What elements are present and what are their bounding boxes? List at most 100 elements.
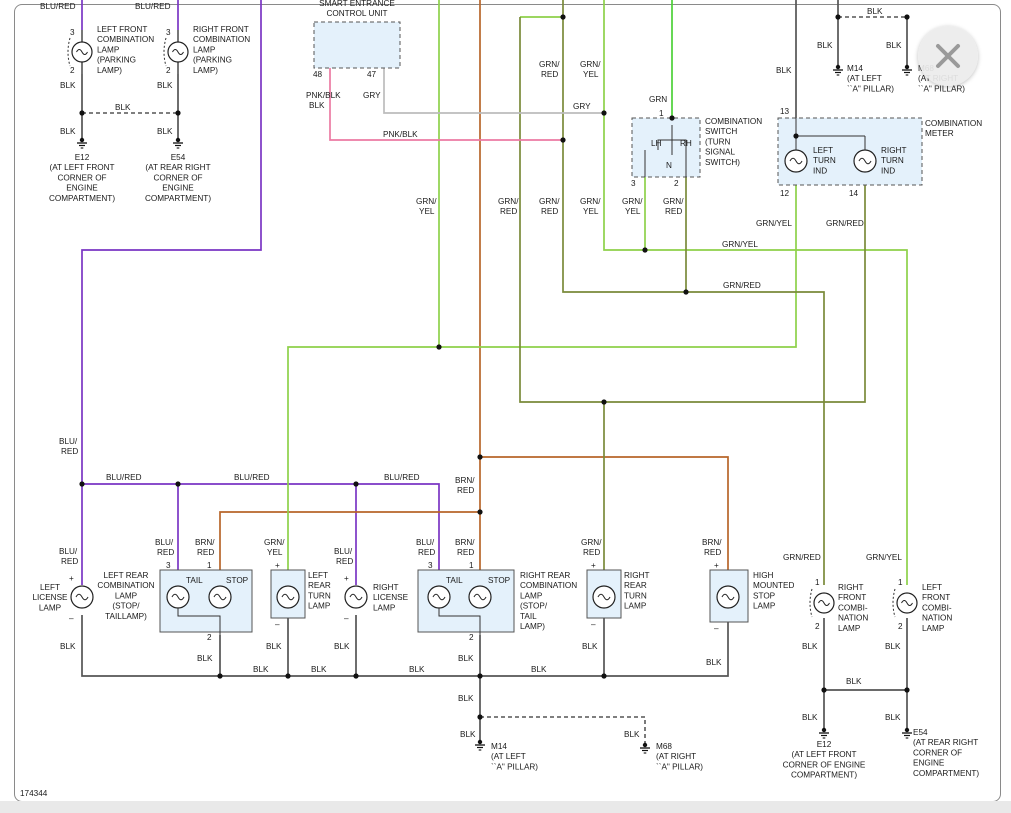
junction-dot (560, 137, 566, 143)
wire-label: BLK (886, 41, 902, 50)
component-label-line: LEFT FRONT (97, 25, 147, 34)
wire-grn-red-rear (519, 17, 866, 403)
component-label-line: CORNER OF (57, 173, 106, 182)
wire-label: YEL (583, 207, 599, 216)
right-license-bulb (344, 585, 368, 609)
component-label-line: ENGINE (162, 184, 194, 193)
junction-dot (793, 133, 799, 139)
pin-number: 13 (780, 107, 790, 116)
wire-label: RED (704, 548, 721, 557)
wire-label: BLK (706, 658, 722, 667)
wire-label: BLK (334, 642, 350, 651)
component-label-line: RIGHT FRONT (193, 25, 249, 34)
junction-dot (217, 673, 223, 679)
wire-label: RED (541, 207, 558, 216)
pin-number: 2 (70, 66, 75, 75)
wire-label: PNK/BLK (306, 91, 341, 100)
wire-label: BLU/ (334, 547, 353, 556)
component-label-line: TURN (813, 156, 836, 165)
component-label-line: M68 (656, 742, 672, 751)
component-label-line: ENGINE (913, 759, 945, 768)
pin-number: 48 (313, 70, 323, 79)
component-label-line: ``A" PILLAR) (918, 84, 965, 93)
wire-label: BLK (885, 642, 901, 651)
ground-symbol (77, 137, 87, 149)
wire-label: BLK (157, 81, 173, 90)
pin-number: 1 (469, 561, 474, 570)
stop-label: STOP (488, 576, 511, 585)
component-label-line: RIGHT (373, 583, 398, 592)
wire-label: BLK (309, 101, 325, 110)
wire-label: BLU/RED (106, 473, 142, 482)
junction-dot (353, 673, 359, 679)
component-label-line: TAILLAMP) (105, 612, 147, 621)
wire-label: GRN/YEL (866, 553, 902, 562)
wire-pnk-blk (329, 68, 563, 141)
pin-sign: + (344, 574, 349, 583)
component-label-line: M14 (847, 64, 863, 73)
pin-number: 2 (469, 633, 474, 642)
pin-number: 2 (898, 622, 903, 631)
component-label-line: FRONT (922, 593, 950, 602)
component-label-line: LAMP (520, 591, 543, 600)
ground-symbol (819, 727, 829, 739)
pin-number: 1 (815, 578, 820, 587)
wire-label: RED (336, 557, 353, 566)
junction-dot (353, 481, 359, 487)
switch-lh: LH (651, 139, 662, 148)
component-label-line: SWITCH) (705, 158, 740, 167)
junction-dot (477, 454, 483, 460)
pin-sign: + (591, 561, 596, 570)
junction-layer (79, 14, 910, 720)
component-label-line: REAR (308, 581, 331, 590)
component-label-line: COMBINATION (97, 35, 154, 44)
component-label-line: REAR (624, 581, 647, 590)
component-label-line: LICENSE (32, 593, 68, 602)
junction-dot (601, 673, 607, 679)
component-label-m68-bot: M68(AT RIGHT``A" PILLAR) (656, 742, 703, 771)
component-label-line: LEFT (308, 571, 328, 580)
wire-label: GRN/YEL (756, 219, 792, 228)
wire-label: BLK (115, 103, 131, 112)
pin-sign: + (69, 574, 74, 583)
lamp-layer (67, 30, 918, 635)
wire-label: BLK (624, 730, 640, 739)
wire-label: GRN/ (581, 538, 602, 547)
component-label-line: COMPARTMENT) (49, 194, 115, 203)
wire-blk-group (81, 0, 908, 740)
wire-label: GRN/ (498, 197, 519, 206)
wire-label: BLU/ (59, 547, 78, 556)
close-button[interactable] (918, 26, 978, 86)
ground-symbol (902, 64, 912, 76)
wire-brn-red-lr (219, 511, 480, 570)
component-label-line: IND (881, 166, 895, 175)
pin-number: 3 (166, 28, 171, 37)
wire-label: GRN (649, 95, 667, 104)
left-turn-ind-bulb (784, 149, 808, 173)
component-label-line: MOUNTED (753, 581, 794, 590)
component-label-line: IND (813, 166, 827, 175)
wire-label: BLK (409, 665, 425, 674)
ground-symbol (640, 742, 650, 754)
wire-label: BLK (458, 654, 474, 663)
wire-label: BRN/ (702, 538, 722, 547)
component-label-line: LAMP) (97, 66, 122, 75)
component-label-line: NATION (838, 614, 868, 623)
right-front-parking-bulb (167, 41, 189, 63)
pin-number: 3 (631, 179, 636, 188)
component-label-line: METER (925, 129, 954, 138)
dash-ground-bottom (480, 716, 646, 745)
component-label-line: ``A" PILLAR) (491, 762, 538, 771)
component-label-line: RIGHT (838, 583, 863, 592)
ground-symbol (833, 64, 843, 76)
wire-label: RED (457, 548, 474, 557)
